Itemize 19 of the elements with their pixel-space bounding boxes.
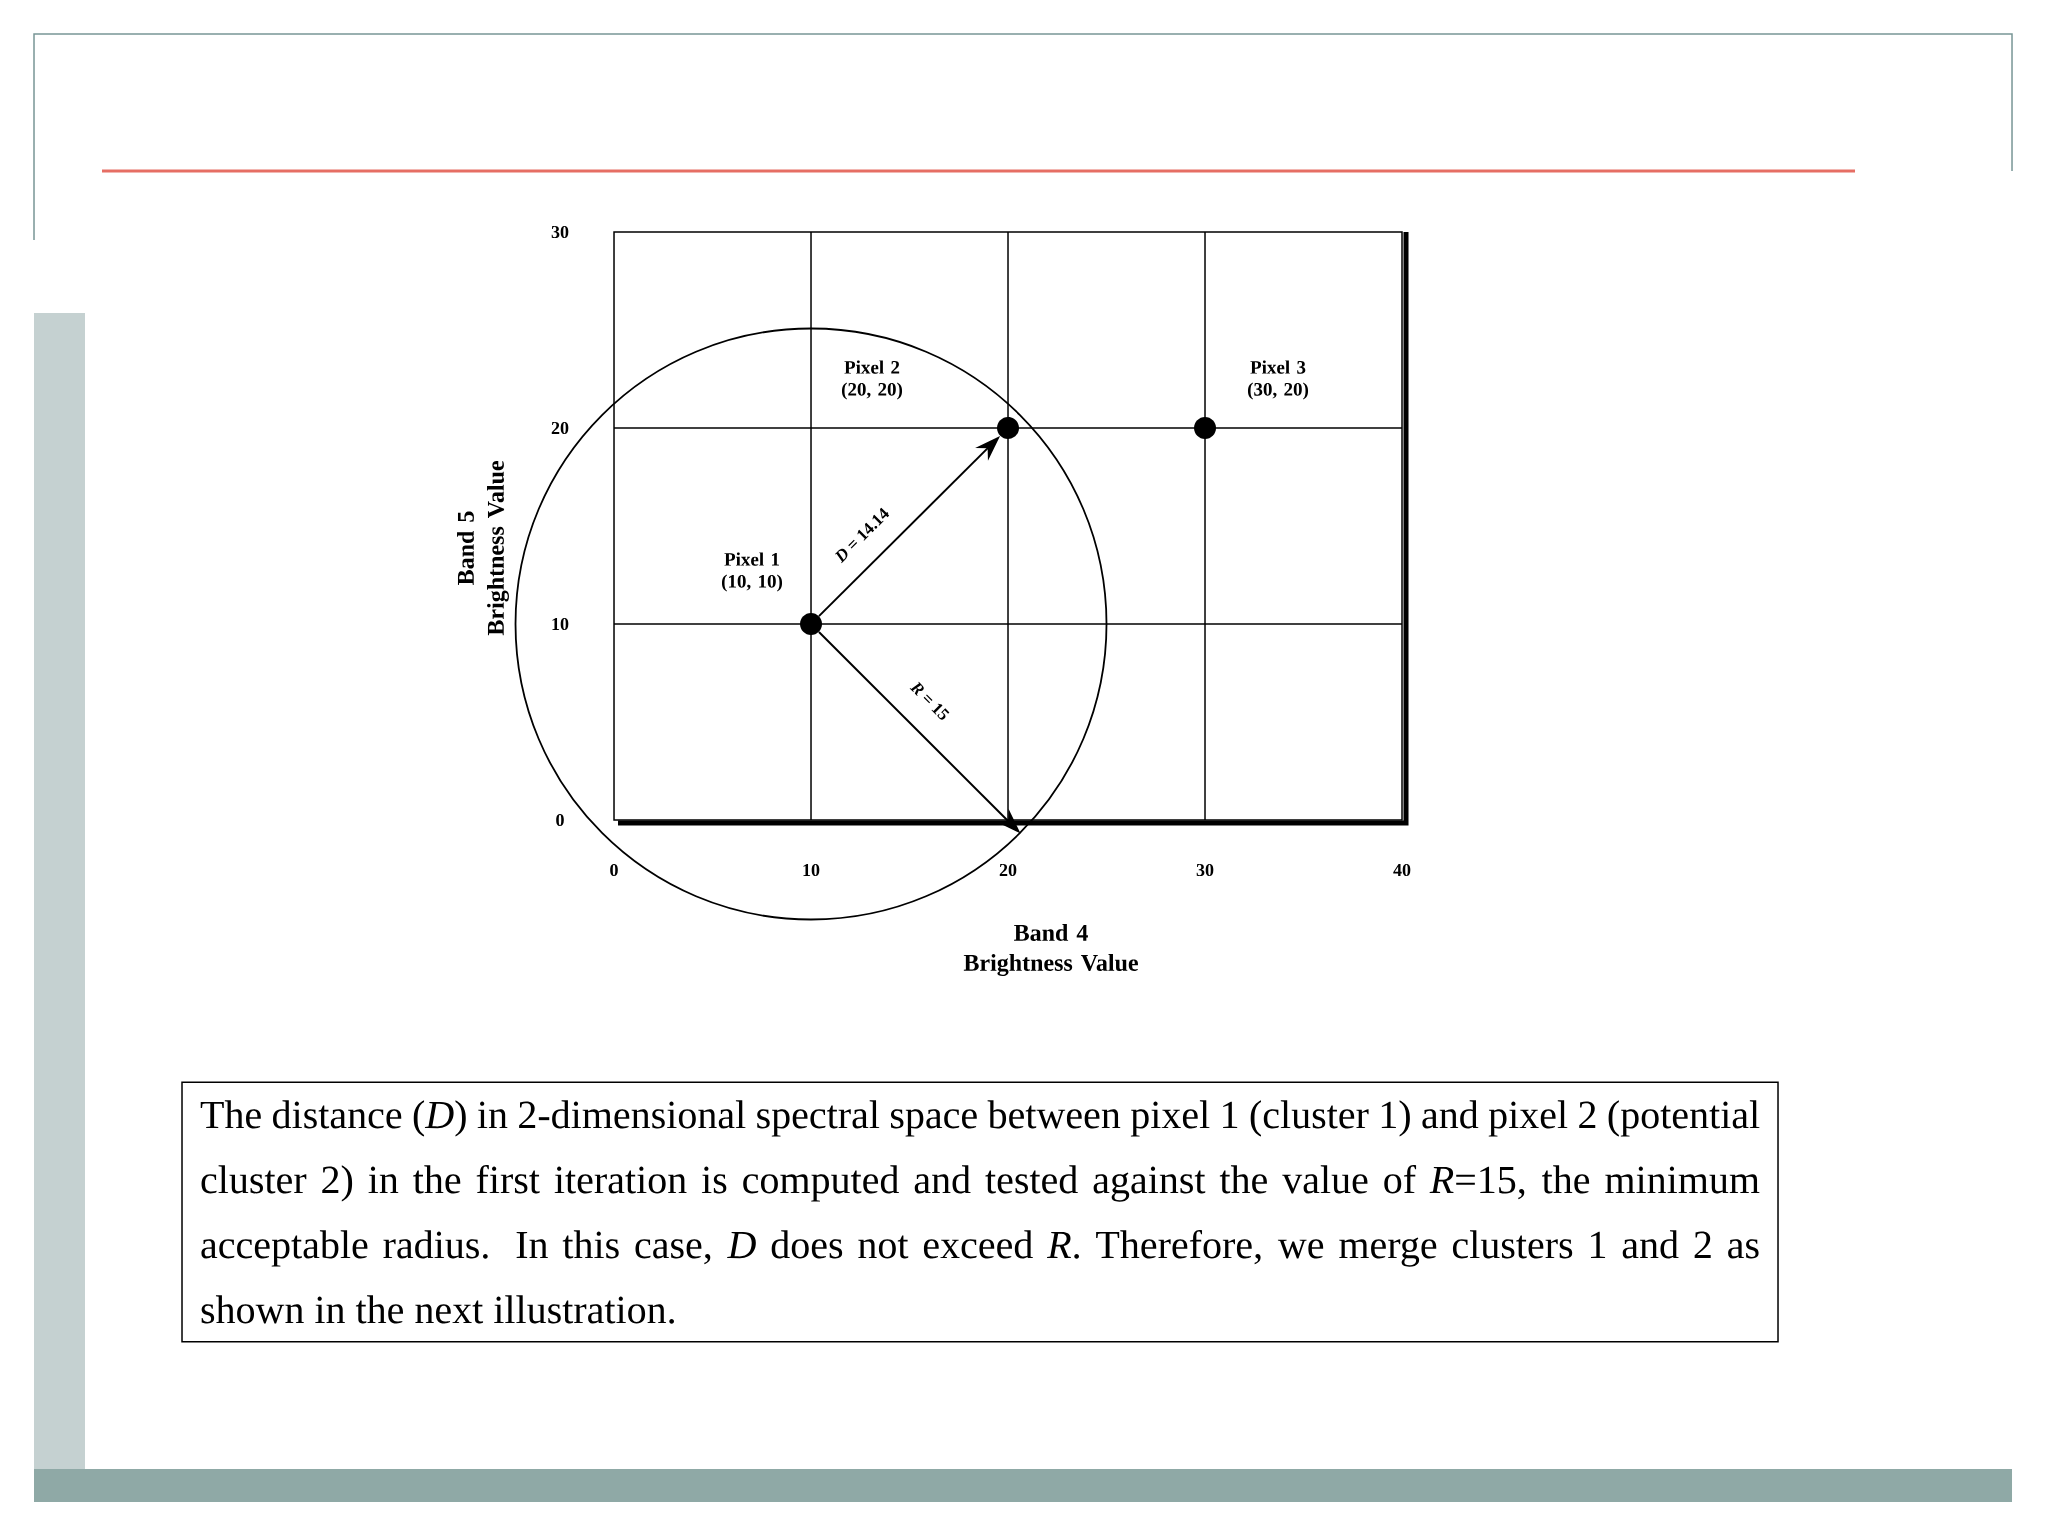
tick-label: 20 bbox=[551, 421, 569, 435]
tick-label: 10 bbox=[803, 863, 820, 877]
tick-label: 40 bbox=[1393, 863, 1411, 877]
axis-title: Band 5 Brightness Value bbox=[457, 461, 509, 636]
point-label: Pixel 3 (30, 20) bbox=[1248, 360, 1309, 400]
data-point bbox=[997, 417, 1019, 439]
tick-label: 20 bbox=[999, 863, 1017, 877]
data-point bbox=[800, 613, 822, 635]
tick-label: 0 bbox=[610, 863, 618, 877]
caption-box: The distance (D) in 2-dimensional spectral space between pixel 1 (cluster 1) and pixel 2 (potential cluster 2) in the first iteration is computed and tested against the value of R=15, the minimum acceptable radius. In this case, D does not exceed R. Therefore, we merge clusters 1 and 2 as shown in the next illustration. bbox=[181, 1081, 1779, 1343]
point-label: Pixel 2 (20, 20) bbox=[841, 360, 903, 400]
tick-label: 30 bbox=[1196, 863, 1214, 877]
tick-label: 30 bbox=[551, 225, 569, 239]
cluster-circle bbox=[514, 327, 1108, 921]
tick-label: 10 bbox=[552, 617, 569, 631]
point-label: Pixel 1 (10, 10) bbox=[721, 552, 783, 592]
axis-title: Band 4 Brightness Value bbox=[963, 924, 1138, 976]
tick-label: 0 bbox=[556, 813, 564, 827]
data-point bbox=[1194, 417, 1216, 439]
